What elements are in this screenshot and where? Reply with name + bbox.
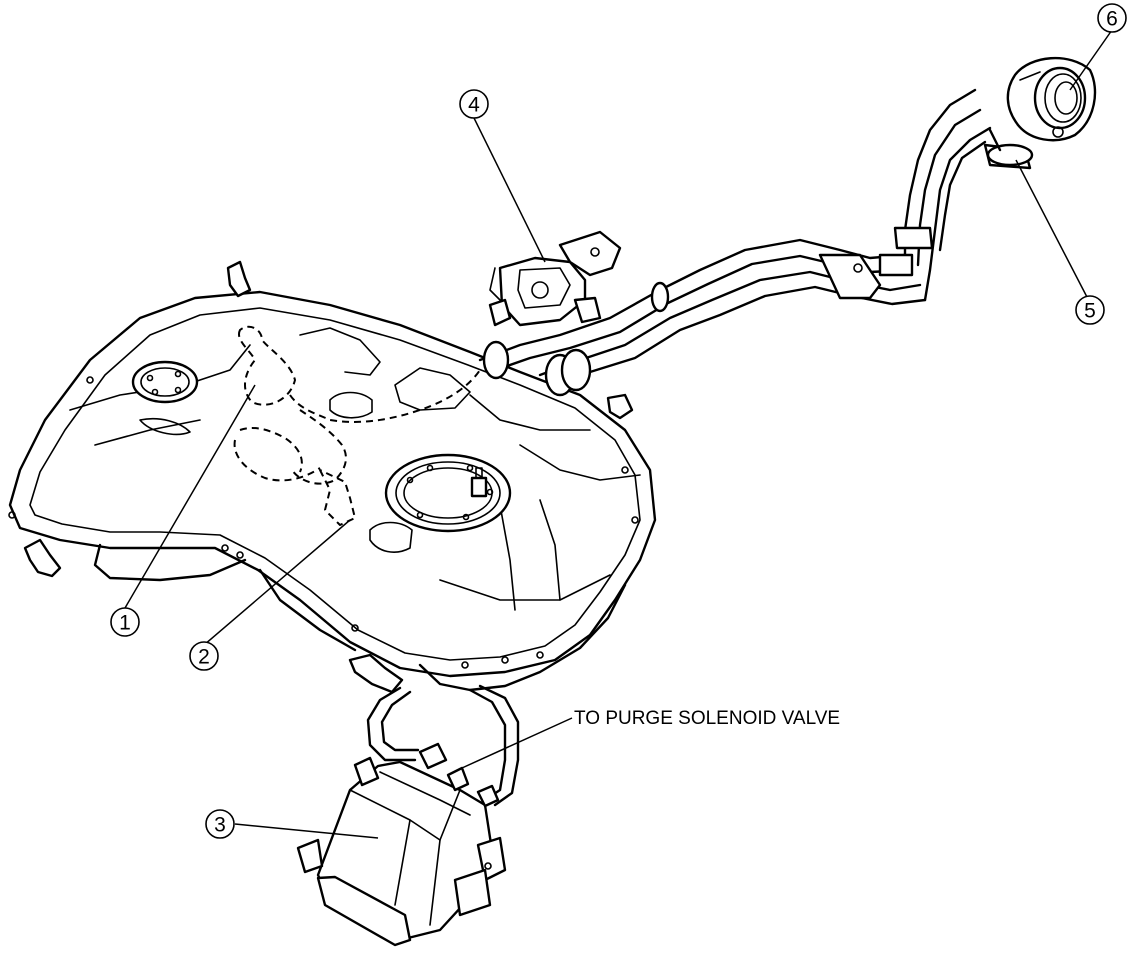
filler-pipe-bracket: [488, 230, 622, 327]
leader-6: [1069, 29, 1113, 91]
leader-2: [203, 519, 351, 646]
leader-4: [473, 117, 546, 263]
callout-3-label: 3: [214, 814, 226, 837]
leader-purge: [461, 717, 573, 769]
callout-2: 2: [189, 641, 219, 671]
purge-solenoid-valve-note: TO PURGE SOLENOID VALVE: [574, 708, 840, 729]
charcoal-canister: [296, 684, 520, 947]
callout-6: 6: [1097, 3, 1127, 33]
fuel-tank: [8, 260, 657, 694]
fuel-filler-pipe: [478, 88, 992, 397]
callout-5-label: 5: [1084, 300, 1096, 323]
fuel-filler-cap-ring: [1006, 57, 1097, 142]
filler-neck: [983, 128, 1034, 170]
callout-5: 5: [1075, 295, 1105, 325]
leader-3: [234, 823, 379, 839]
callout-2-label: 2: [198, 646, 210, 669]
leader-lines: [124, 29, 1113, 839]
callout-1: 1: [110, 607, 140, 637]
callout-4: 4: [459, 89, 489, 119]
callout-3: 3: [205, 809, 235, 839]
leader-1: [124, 384, 256, 609]
leader-5: [1015, 159, 1089, 300]
callout-4-label: 4: [468, 94, 480, 117]
callout-1-label: 1: [119, 612, 131, 635]
callout-6-label: 6: [1106, 8, 1118, 31]
